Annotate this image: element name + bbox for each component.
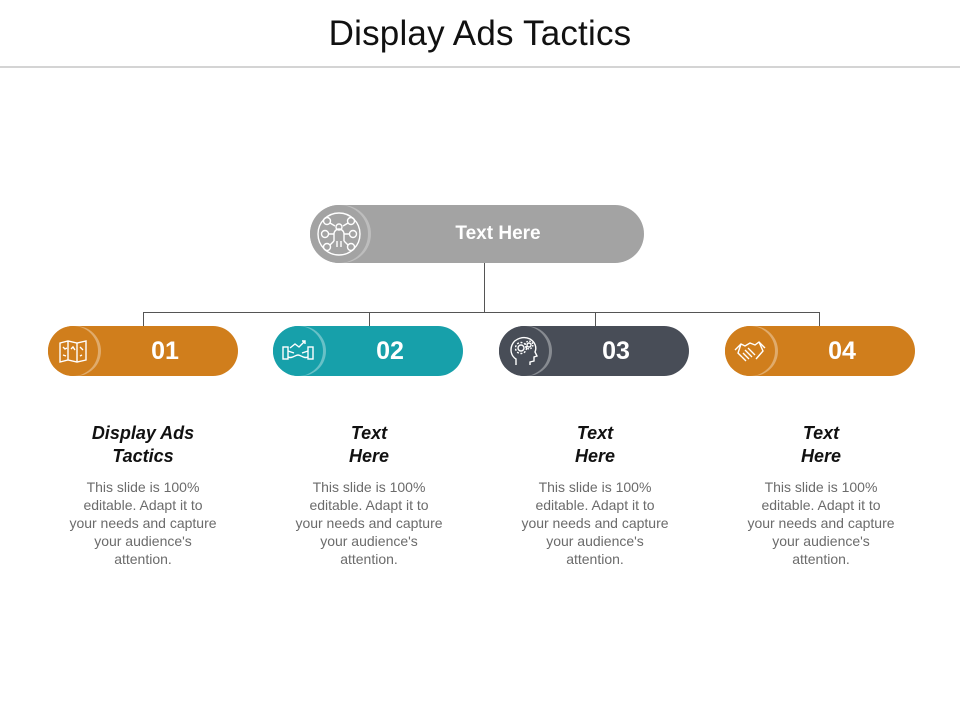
step-card-04: Text Here This slide is 100% editable. A… [736,422,906,568]
connector-drop-1 [143,312,144,327]
investor-network-icon [310,205,368,263]
step-number: 02 [376,337,404,365]
card-body: This slide is 100% editable. Adapt it to… [69,479,217,567]
step-number: 01 [151,337,179,365]
top-node-label: Text Here [455,223,541,244]
top-node: Text Here [310,205,644,263]
card-body: This slide is 100% editable. Adapt it to… [747,479,895,567]
map-icon [48,326,98,376]
step-pill-04: 04 [725,326,915,376]
connector-vertical-main [484,263,485,313]
step-number: 03 [602,337,630,365]
step-card-02: Text Here This slide is 100% editable. A… [284,422,454,568]
card-title: Text Here [574,423,616,466]
connector-horizontal [143,312,820,313]
step-pill-03: 03 [499,326,689,376]
growth-chart-hands-icon [273,326,323,376]
slide-title: Display Ads Tactics [328,14,632,53]
connector-drop-4 [819,312,820,327]
step-pill-02: 02 [273,326,463,376]
connector-drop-3 [595,312,596,327]
card-body: This slide is 100% editable. Adapt it to… [295,479,443,567]
title-divider [0,66,960,68]
head-gears-icon [499,326,549,376]
card-title: Text Here [800,423,842,466]
connector-drop-2 [369,312,370,327]
card-title: Display Ads Tactics [91,423,195,466]
step-card-01: Display Ads Tactics This slide is 100% e… [58,422,228,568]
handshake-icon [725,326,775,376]
card-title: Text Here [348,423,390,466]
card-body: This slide is 100% editable. Adapt it to… [521,479,669,567]
step-card-03: Text Here This slide is 100% editable. A… [510,422,680,568]
step-number: 04 [828,337,856,365]
step-pill-01: 01 [48,326,238,376]
